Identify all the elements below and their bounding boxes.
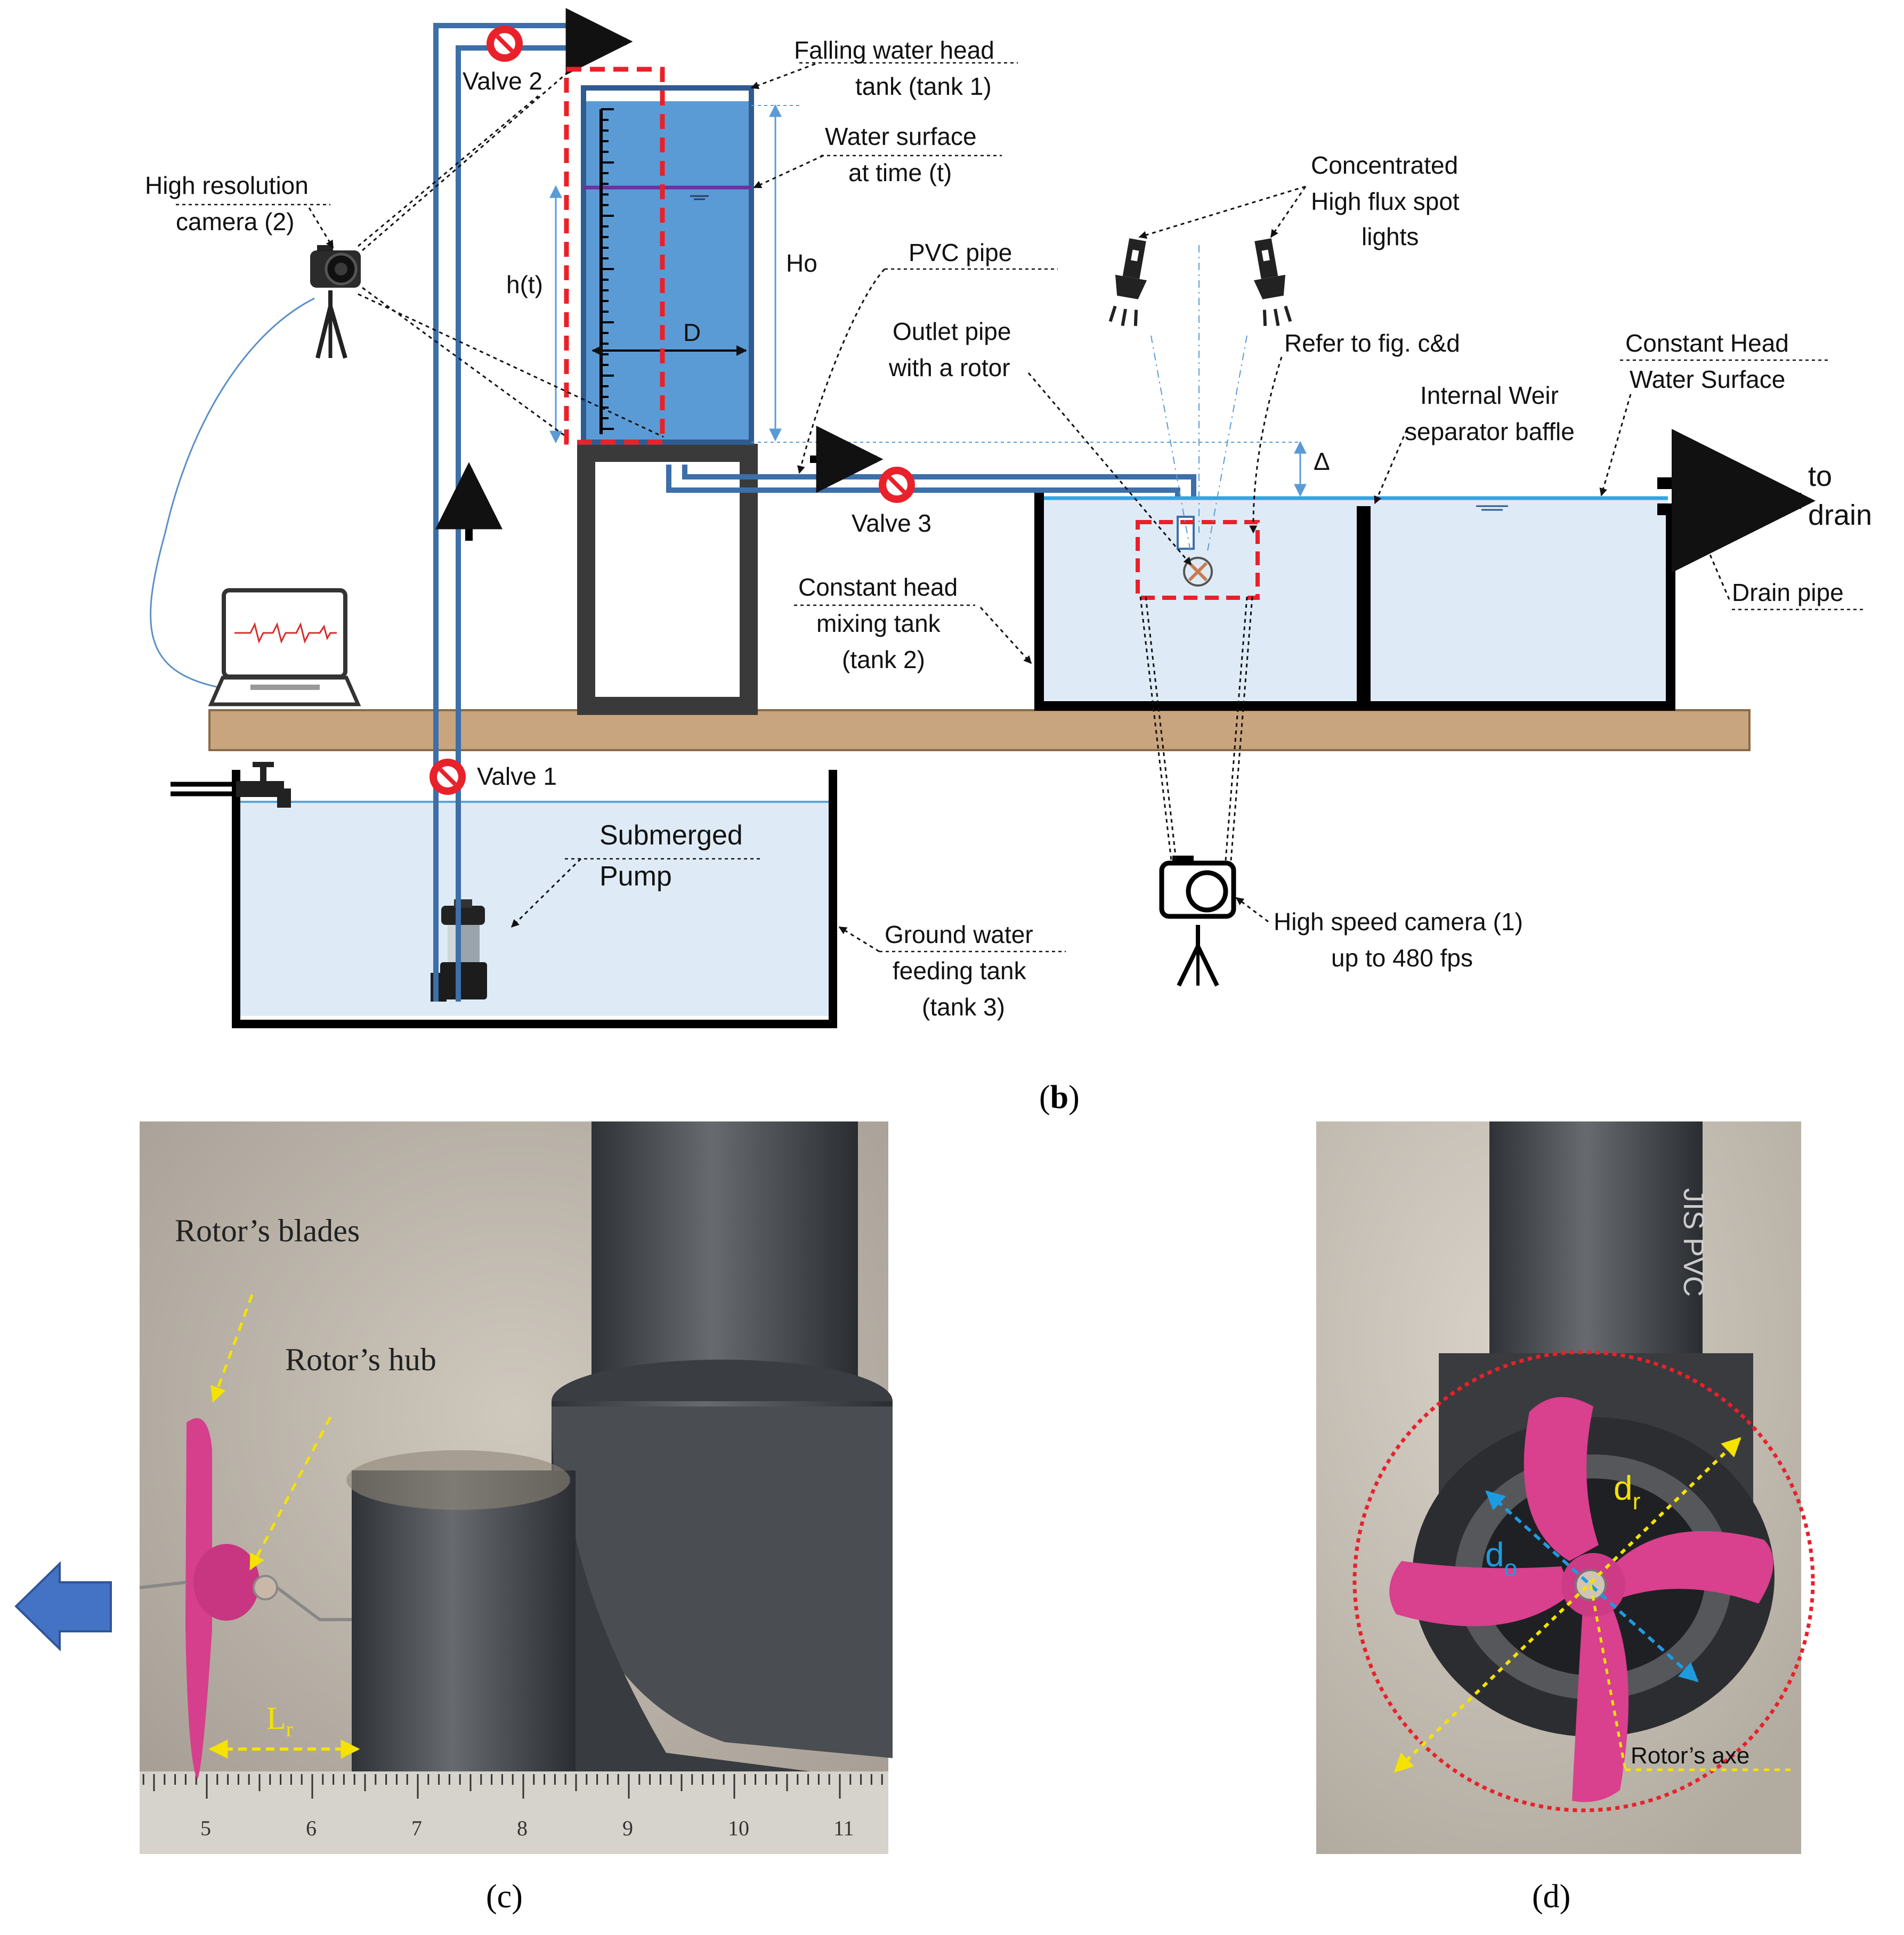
high-res-camera-label: High resolution camera (2) — [145, 172, 315, 235]
valve-1-label: Valve 1 — [477, 762, 557, 790]
ruler-tick-label: 11 — [833, 1816, 854, 1840]
caption-b: (b) — [1039, 1079, 1080, 1116]
valve-3 — [879, 467, 915, 503]
high-speed-camera-label: High speed camera (1) up to 480 fps — [1274, 908, 1530, 972]
pipe-print: JIS PVC — [1678, 1188, 1709, 1297]
mixing-tank-label: Constant head mixing tank (tank 2) — [798, 573, 965, 673]
ruler-tick-label: 8 — [517, 1816, 528, 1840]
high-speed-camera-icon — [1159, 856, 1236, 987]
ruler: 5 6 7 8 9 10 11 — [142, 1774, 883, 1840]
camera-roi-box — [564, 67, 665, 445]
diameter-label: D — [683, 319, 701, 346]
submerged-pump-label: Submerged Pump — [599, 820, 750, 892]
panel-c-photo: 5 6 7 8 9 10 11 Rotor’s blades Rotor’s hub Lr — [139, 1121, 893, 1854]
delta-label: Δ — [1314, 448, 1330, 475]
ruler-tick-label: 6 — [306, 1816, 317, 1840]
constant-head-surface-label: Constant Head Water Surface — [1625, 329, 1796, 393]
weir-baffle — [1357, 506, 1371, 703]
drain-pipe-label: Drain pipe — [1732, 579, 1844, 606]
valve-1 — [430, 759, 466, 795]
faucet-icon — [236, 762, 291, 808]
spot-light-left-icon — [1108, 238, 1147, 327]
internal-weir-label: Internal Weir separator baffle — [1405, 381, 1575, 445]
valve-2-label: Valve 2 — [463, 67, 542, 95]
ruler-tick-label: 5 — [200, 1816, 211, 1840]
laptop-icon — [208, 588, 361, 706]
tank1-water — [584, 101, 751, 442]
panel-b: Valve 1 Valve 2 D h(t) Ho Δ — [145, 8, 1872, 1116]
bench — [208, 709, 1751, 751]
water-surface-label: Water surface at time (t) — [825, 123, 983, 186]
h-t-label: h(t) — [506, 271, 543, 298]
ground-tank-water — [239, 802, 830, 1016]
caption-c: (c) — [486, 1879, 523, 1915]
ruler-tick-label: 9 — [622, 1816, 633, 1840]
flow-direction-arrow-icon — [14, 1561, 112, 1652]
rotor-hub-label: Rotor’s hub — [285, 1342, 436, 1377]
pvc-pipe-label: PVC pipe — [909, 239, 1012, 266]
ground-tank — [232, 770, 837, 1028]
mixing-tank — [1034, 493, 1675, 711]
ruler-tick-label: 10 — [728, 1816, 749, 1840]
lr-label: Lr — [266, 1701, 293, 1741]
panel-d-photo: JIS PVC dr do Rotor’s axe — [1316, 1121, 1815, 1854]
falling-tank-label: Falling water head tank (tank 1) — [794, 36, 1001, 100]
drain-pipe — [1657, 477, 1737, 515]
ground-tank-label: Ground water feeding tank (tank 3) — [885, 921, 1040, 1021]
to-drain-label: to drain — [1808, 460, 1872, 531]
spot-lights-label: Concentrated High flux spot lights — [1311, 151, 1466, 250]
outlet-pipe-label: Outlet pipe with a rotor — [888, 318, 1018, 381]
ho-label: Ho — [786, 249, 817, 277]
rotor-roi-box — [1136, 520, 1260, 600]
tank1-stand — [577, 444, 758, 715]
supply-pipe — [433, 23, 592, 1002]
spot-light-right-icon — [1253, 238, 1292, 327]
rotor-blades-label: Rotor’s blades — [175, 1213, 360, 1248]
refer-fig-label: Refer to fig. c&d — [1284, 329, 1460, 357]
valve-3-label: Valve 3 — [852, 509, 931, 537]
high-res-camera-icon — [310, 245, 361, 359]
caption-d: (d) — [1532, 1879, 1570, 1915]
ruler-tick-label: 7 — [411, 1816, 422, 1840]
valve-2 — [487, 26, 523, 62]
rotor-axe-label: Rotor’s axe — [1631, 1743, 1749, 1769]
falling-water-tank — [581, 85, 754, 445]
do-label: do — [1485, 1535, 1517, 1581]
